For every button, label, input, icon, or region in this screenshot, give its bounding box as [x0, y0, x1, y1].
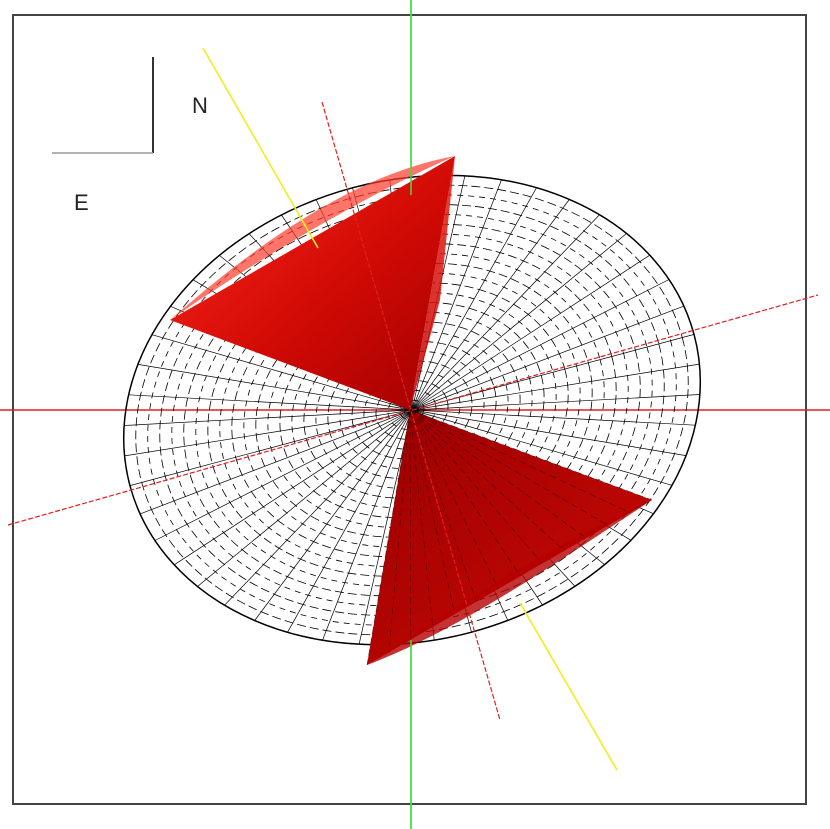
lower-cone-wire-line	[409, 409, 477, 602]
lower-cone-wire-line	[409, 409, 631, 513]
lower-cone	[367, 410, 652, 665]
wireframe-spoke	[197, 409, 413, 587]
north-label: N	[192, 93, 208, 118]
red-tilted-axis-b	[321, 101, 501, 721]
wireframe-spoke	[174, 409, 413, 566]
wireframe-spoke	[411, 409, 687, 456]
lower-cone-wire-line	[388, 409, 411, 653]
wireframe-spoke	[411, 363, 700, 411]
lower-cone-wire-line	[409, 409, 587, 539]
lower-cone-wire-line	[409, 409, 455, 615]
wireframe-spoke	[411, 334, 695, 411]
wireframe-spoke	[411, 394, 700, 411]
yellow-axis-lower	[519, 602, 618, 771]
upper-cone-face	[170, 156, 455, 410]
lower-cone-wire-line	[366, 409, 411, 666]
wireframe-spoke	[137, 364, 413, 411]
lower-cone-face	[367, 410, 652, 665]
wireframe-spoke	[128, 394, 413, 411]
lower-cone-wire-line	[409, 409, 521, 577]
wireframe-spoke	[411, 187, 537, 411]
wireframe-spoke	[224, 409, 413, 606]
wireframe-spoke	[154, 409, 413, 541]
wireframe-spoke	[411, 233, 627, 411]
lower-cone-wire-line	[409, 409, 543, 564]
wireframe-spoke	[411, 214, 600, 411]
lower-cone-wire-line	[409, 409, 434, 627]
wireframe-spoke	[322, 409, 413, 641]
wireframe-spoke	[411, 279, 670, 411]
lower-cone-wire-line	[409, 409, 609, 526]
upper-cone-flap	[410, 156, 455, 410]
lower-cone-wire-line	[409, 409, 499, 589]
wireframe-spoke	[411, 179, 502, 411]
lower-cone-wire-line	[409, 409, 565, 552]
wireframe-spoke	[411, 409, 696, 426]
wireframe-spoke	[287, 409, 413, 633]
yellow-axis-upper	[202, 47, 319, 249]
wireframe-spoke	[411, 199, 570, 411]
east-label: E	[74, 190, 89, 215]
lower-cone-wire-line	[409, 409, 412, 640]
red-tilted-axis-a	[7, 294, 819, 526]
wireframe-spoke	[411, 254, 650, 411]
wireframe-spoke	[129, 409, 413, 486]
wireframe-spoke	[124, 409, 413, 426]
compass-rose-icon: N E	[52, 57, 208, 215]
wireframe-spoke	[124, 409, 413, 457]
upper-cone	[170, 156, 455, 410]
wireframe-spoke	[411, 409, 673, 486]
lower-cone-wire-line	[409, 409, 653, 501]
lower-cone-wire-overlay	[366, 409, 653, 666]
wireframe-spoke	[139, 409, 413, 515]
wireframe-spoke	[411, 305, 685, 411]
wireframe-spoke	[254, 409, 413, 621]
wireframe-spoke	[151, 334, 413, 411]
lower-cone-rim	[367, 500, 652, 665]
